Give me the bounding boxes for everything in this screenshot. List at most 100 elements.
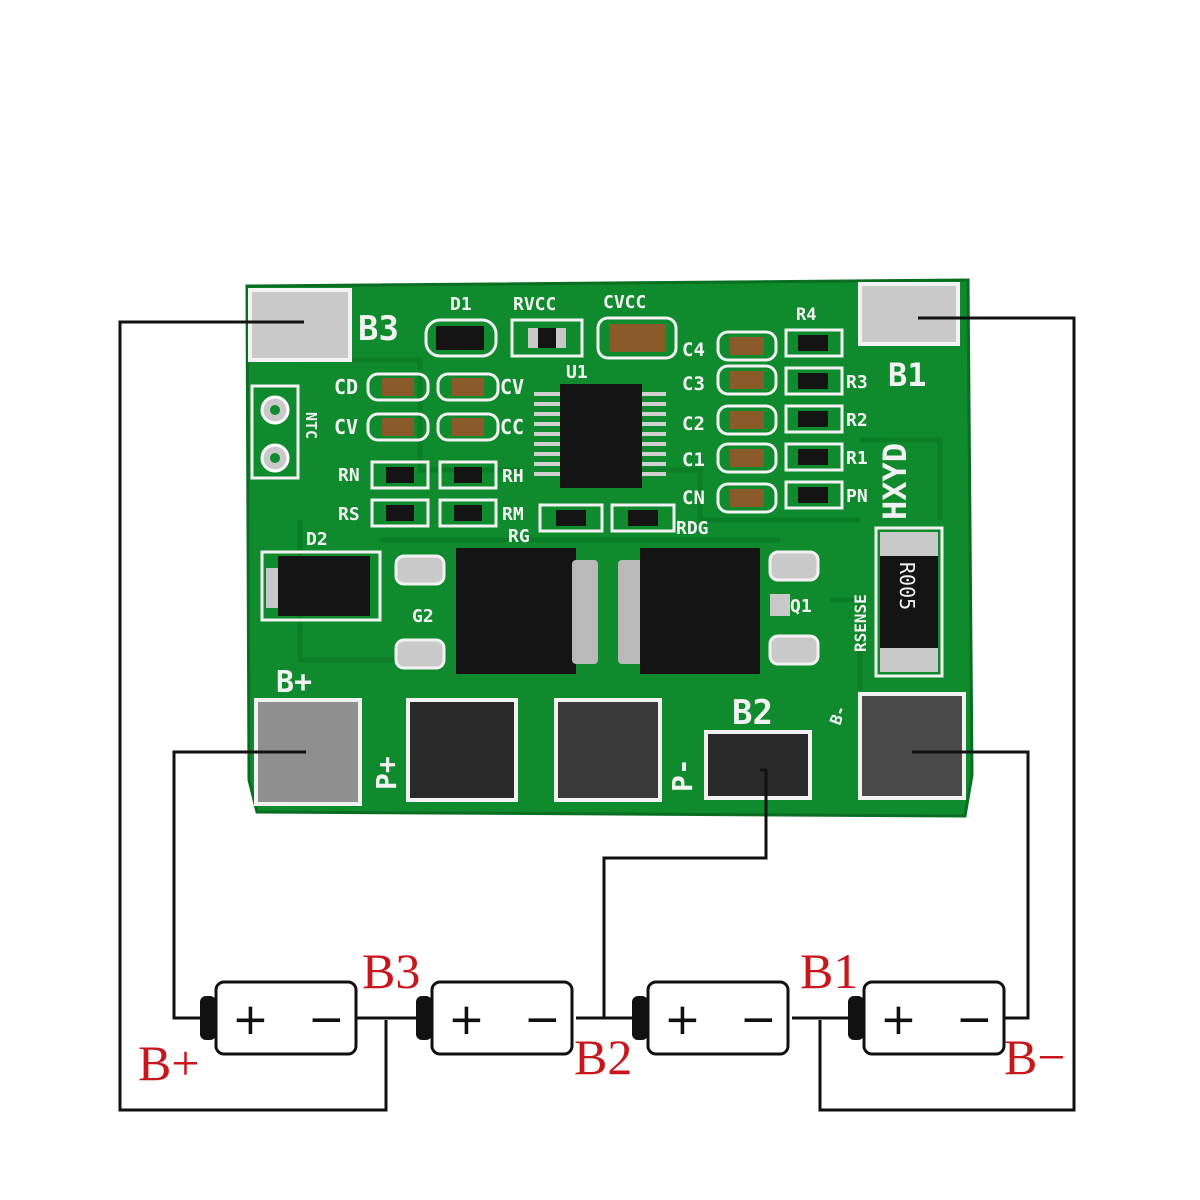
- ntc-header: [250, 384, 300, 480]
- label-r4: R4: [796, 305, 816, 325]
- rvcc-outline: [510, 318, 584, 358]
- label-b2-pad: B2: [732, 693, 773, 733]
- pad-b1: [858, 282, 960, 346]
- cap-c4: [730, 337, 764, 355]
- label-d2: D2: [306, 529, 328, 550]
- label-rg: RG: [508, 526, 530, 547]
- label-cv-right: CV: [500, 375, 524, 399]
- label-rsense: RSENSE: [851, 594, 870, 652]
- rsense-marking: R005: [895, 562, 919, 610]
- d2-diode: [278, 556, 370, 616]
- label-d1: D1: [450, 294, 472, 315]
- label-pn: PN: [846, 486, 868, 507]
- battery-cell-3: +−: [632, 980, 790, 1056]
- resistor-column: [784, 328, 844, 510]
- battery-cell-4: +−: [848, 980, 1006, 1056]
- battery-cell-2: +−: [416, 980, 574, 1056]
- wire-b3: [118, 320, 388, 1112]
- battery-cell-minus: −: [524, 994, 561, 1045]
- wire-b2: [602, 768, 768, 1018]
- label-c4: C4: [682, 339, 705, 361]
- pad-p-minus: [554, 698, 662, 802]
- battery-cells: +−+−+−+−: [200, 980, 1006, 1056]
- label-cd: CD: [334, 375, 358, 399]
- res-rm: [454, 505, 482, 521]
- res-rs: [386, 505, 414, 521]
- wire-b-plus: [172, 750, 306, 1020]
- cap-cd: [382, 378, 414, 396]
- cap-cv-left: [382, 418, 414, 436]
- label-rm: RM: [502, 504, 524, 525]
- u1-chip: [560, 384, 642, 488]
- brand-hxyd: HXYD: [876, 443, 914, 520]
- res-rg: [556, 510, 586, 526]
- label-rh: RH: [502, 466, 524, 487]
- pad-b3: [248, 288, 352, 362]
- rsense-resistor: [880, 556, 938, 648]
- terminal-b3: B3: [362, 943, 420, 999]
- battery-cell-terminal: [632, 996, 648, 1040]
- battery-cell-body: [214, 980, 358, 1056]
- battery-cell-terminal: [416, 996, 432, 1040]
- pad-p-plus: [406, 698, 518, 802]
- terminal-b1: B1: [800, 943, 858, 999]
- wire-b1: [818, 316, 1076, 1112]
- battery-cell-minus: −: [308, 994, 345, 1045]
- wire-b-minus: [912, 750, 1030, 1020]
- label-c1: C1: [682, 449, 705, 471]
- battery-cell-terminal: [200, 996, 216, 1040]
- label-b3-pad: B3: [358, 309, 399, 349]
- label-p-minus: P-: [666, 758, 699, 792]
- label-p-plus: P+: [370, 756, 403, 790]
- battery-cell-plus: +: [232, 994, 269, 1045]
- u1-pins: [534, 392, 666, 476]
- cap-c1: [730, 449, 764, 467]
- res-rdg: [628, 510, 658, 526]
- label-c2: C2: [682, 413, 705, 435]
- res-rh: [454, 467, 482, 483]
- battery-cell-body: [646, 980, 790, 1056]
- label-rs: RS: [338, 504, 360, 525]
- battery-cell-body: [430, 980, 574, 1056]
- battery-cell-body: [862, 980, 1006, 1056]
- battery-cell-1: +−: [200, 980, 358, 1056]
- label-cvcc: CVCC: [603, 292, 646, 313]
- cap-cn: [730, 489, 764, 507]
- d2-pad: [266, 568, 278, 608]
- label-r3: R3: [846, 372, 868, 393]
- d1-outline: [424, 318, 498, 358]
- pad-b-minus: [858, 692, 966, 800]
- rsense-outline: [874, 526, 944, 678]
- battery-cell-minus: −: [956, 994, 993, 1045]
- label-u1: U1: [566, 362, 588, 383]
- cap-c2: [730, 411, 764, 429]
- label-c3: C3: [682, 373, 705, 395]
- mosfet-right: [640, 548, 760, 674]
- terminal-b2: B2: [574, 1029, 632, 1085]
- battery-cell-plus: +: [448, 994, 485, 1045]
- battery-cell-plus: +: [664, 994, 701, 1045]
- label-rdg: RDG: [676, 518, 709, 539]
- label-b1-pad: B1: [888, 356, 927, 394]
- cap-cv-right: [452, 378, 484, 396]
- terminal-b-plus: B+: [138, 1035, 200, 1091]
- label-r2: R2: [846, 410, 868, 431]
- terminal-b-minus: B−: [1004, 1029, 1066, 1085]
- cvcc-outline: [596, 316, 678, 360]
- label-b-plus-pad: B+: [276, 665, 312, 700]
- label-cn: CN: [682, 487, 705, 509]
- cap-cc: [452, 418, 484, 436]
- battery-cell-plus: +: [880, 994, 917, 1045]
- label-rvcc: RVCC: [513, 294, 556, 315]
- label-cc: CC: [500, 415, 524, 439]
- label-rn: RN: [338, 465, 360, 486]
- pcb-board: B3 B1 D1 RVCC CVCC R4 U1 CD: [245, 278, 974, 818]
- board-substrate: [245, 278, 974, 818]
- res-rn: [386, 467, 414, 483]
- d1-diode: [436, 326, 484, 350]
- label-g2: G2: [412, 606, 434, 627]
- label-r1: R1: [846, 448, 868, 469]
- label-q1: Q1: [790, 596, 812, 617]
- cvcc-capacitor: [610, 324, 666, 352]
